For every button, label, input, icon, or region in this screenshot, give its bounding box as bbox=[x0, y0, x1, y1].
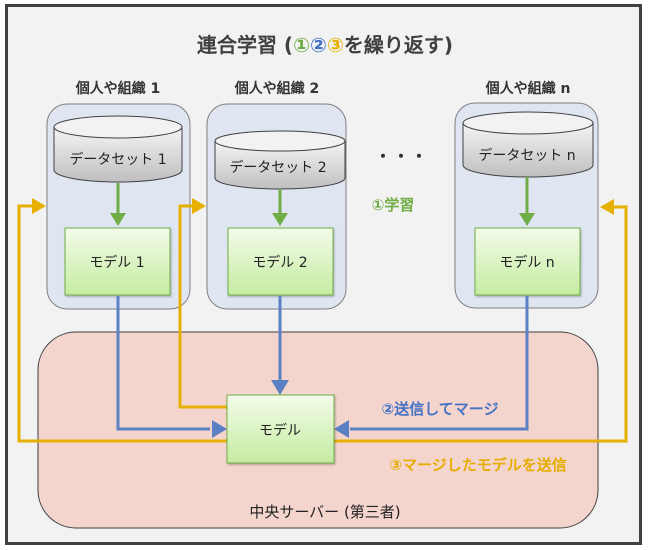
title-step3-badge: ③ bbox=[327, 33, 344, 57]
central-model-box bbox=[226, 394, 335, 464]
title-prefix: 連合学習 ( bbox=[197, 33, 293, 57]
dataset-2-cylinder: データセット 2 bbox=[214, 130, 346, 190]
central-server-label: 中央サーバー (第三者) bbox=[249, 503, 400, 521]
learn-arrowhead-2 bbox=[272, 213, 288, 226]
learn-arrowhead-1 bbox=[110, 213, 126, 226]
return-arrowhead-n bbox=[600, 199, 614, 215]
step2-send-merge-label: ②送信してマージ bbox=[382, 400, 499, 418]
title-step2-badge: ② bbox=[310, 33, 327, 57]
send-arrowhead-2 bbox=[271, 380, 289, 395]
send-arrow-n bbox=[350, 296, 529, 431]
central-model-label: モデル bbox=[259, 422, 301, 439]
model-n-box bbox=[474, 227, 581, 296]
organization-n-label: 個人や組織 n bbox=[485, 80, 571, 97]
organization-2-label: 個人や組織 2 bbox=[234, 80, 320, 97]
dataset-n-cylinder: データセット n bbox=[462, 111, 594, 178]
send-arrow-1 bbox=[116, 296, 210, 431]
organization-n: 個人や組織 n データセット n モデル n bbox=[454, 80, 599, 309]
step1-learn-label: ①学習 bbox=[372, 196, 415, 214]
organization-2: 個人や組織 2 データセット 2 モデル 2 bbox=[206, 80, 347, 310]
organization-1-label: 個人や組織 1 bbox=[75, 80, 161, 97]
send-and-merge-arrows bbox=[116, 296, 529, 431]
diagram-title: 連合学習 (①②③を繰り返す) bbox=[197, 33, 453, 57]
dataset-1-cylinder: データセット 1 bbox=[53, 115, 183, 183]
return-arrowhead-1 bbox=[32, 198, 46, 214]
model-2-box bbox=[227, 227, 334, 296]
return-merged-model-arrows bbox=[17, 204, 628, 443]
send-arrowhead-n bbox=[334, 420, 349, 438]
title-suffix: を繰り返す) bbox=[344, 33, 453, 57]
more-organizations-ellipsis: ・・・ bbox=[375, 147, 429, 166]
model-2-label: モデル 2 bbox=[252, 254, 307, 271]
learn-arrowhead-n bbox=[519, 213, 535, 226]
return-arrow-2 bbox=[178, 204, 227, 409]
dataset-1-label: データセット 1 bbox=[69, 151, 166, 168]
model-1-box bbox=[64, 227, 171, 296]
title-step1-badge: ① bbox=[293, 33, 310, 57]
model-1-label: モデル 1 bbox=[89, 254, 144, 271]
send-arrowhead-1 bbox=[212, 420, 227, 438]
return-arrowhead-2 bbox=[192, 198, 206, 214]
return-arrow-1 bbox=[17, 204, 227, 443]
dataset-n-label: データセット n bbox=[478, 147, 575, 164]
organization-1: 個人や組織 1 データセット 1 モデル 1 bbox=[46, 80, 191, 310]
model-n-label: モデル n bbox=[499, 254, 554, 271]
dataset-2-label: データセット 2 bbox=[229, 159, 326, 176]
step3-send-merged-label: ③マージしたモデルを送信 bbox=[389, 456, 566, 474]
return-arrow-n bbox=[334, 205, 628, 443]
